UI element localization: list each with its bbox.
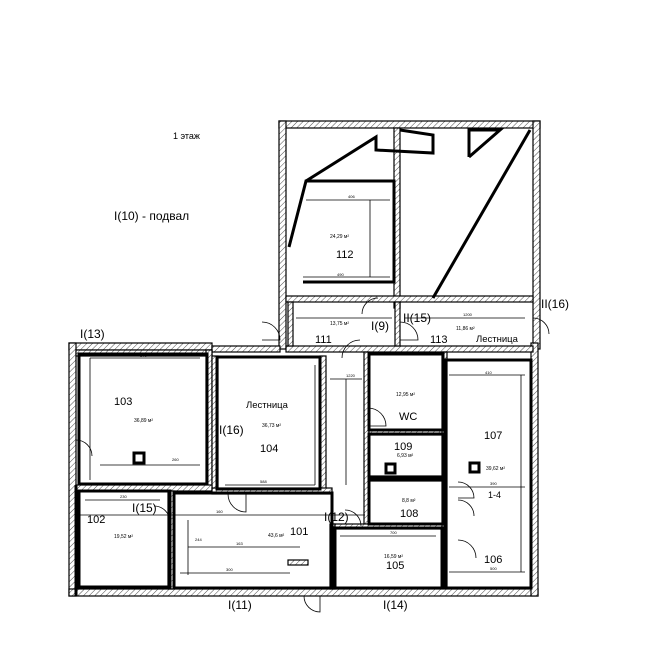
room-105-area: 16,59 м² <box>384 554 403 560</box>
room-103-number: 103 <box>114 396 132 408</box>
exterior-walls <box>68 120 541 597</box>
room-101-area: 43,6 м² <box>268 533 285 539</box>
dim-300: 300 <box>226 567 233 572</box>
dim-1220: 1220 <box>346 373 356 378</box>
dim-160: 160 <box>216 509 223 514</box>
room-108-area: 8,8 м² <box>402 498 416 504</box>
dim-500: 500 <box>490 566 497 571</box>
room-101-number: 101 <box>290 526 308 538</box>
dim-390: 390 <box>490 481 497 486</box>
dim-370: 370 <box>140 353 147 358</box>
dim-244: 244 <box>195 537 202 542</box>
room-wc-area: 12,95 м² <box>396 392 415 398</box>
label-axis-1-4: 1-4 <box>488 490 501 500</box>
label-i14: I(14) <box>383 598 408 612</box>
dim-700: 700 <box>390 530 397 535</box>
room-108-number: 108 <box>400 508 418 520</box>
dim-588: 588 <box>260 479 267 484</box>
room-111-number: 111 <box>315 334 332 346</box>
room-103-area: 36,89 м² <box>134 418 153 424</box>
dim-490: 490 <box>337 272 344 277</box>
room-112-area: 24,29 м² <box>330 234 349 240</box>
room-102-number: 102 <box>87 514 105 526</box>
label-i9: I(9) <box>371 319 389 333</box>
room-113-name: Лестница <box>476 334 519 345</box>
room-105-number: 105 <box>386 560 404 572</box>
dimension-lines <box>76 199 525 575</box>
dim-230: 230 <box>120 494 127 499</box>
dim-406: 406 <box>348 194 355 199</box>
label-ii16: II(16) <box>541 297 569 311</box>
room-109-number: 109 <box>394 441 412 453</box>
floor-title: 1 этаж <box>173 131 200 141</box>
room-107-area: 39,62 м² <box>486 466 505 472</box>
basement-note: I(10) - подвал <box>114 209 189 223</box>
label-i16: I(16) <box>219 423 244 437</box>
room-107-number: 107 <box>484 430 502 442</box>
dim-260: 260 <box>172 457 179 462</box>
dim-1200: 1200 <box>463 312 473 317</box>
label-i12: I(12) <box>324 510 349 524</box>
room-112-number: 112 <box>336 249 354 261</box>
room-109-area: 6,93 м² <box>397 453 414 459</box>
room-104-name: Лестница <box>246 400 289 411</box>
label-ii15: II(15) <box>403 311 431 325</box>
label-i15: I(15) <box>132 501 157 515</box>
room-106-number: 106 <box>484 554 502 566</box>
dim-410: 410 <box>485 370 492 375</box>
label-i11: I(11) <box>228 598 252 612</box>
doors <box>75 297 550 613</box>
label-i13: I(13) <box>80 327 105 341</box>
room-111-area: 13,75 м² <box>330 321 349 327</box>
room-102-area: 19,52 м² <box>114 534 133 540</box>
room-113-area: 11,86 м² <box>456 326 475 332</box>
room-104-number: 104 <box>260 443 278 455</box>
room-104-area: 36,73 м² <box>262 423 281 429</box>
room-113-number: 113 <box>430 334 448 346</box>
room-wc-number: WC <box>399 411 417 423</box>
dim-163: 163 <box>236 541 243 546</box>
bold-lines <box>74 128 533 596</box>
